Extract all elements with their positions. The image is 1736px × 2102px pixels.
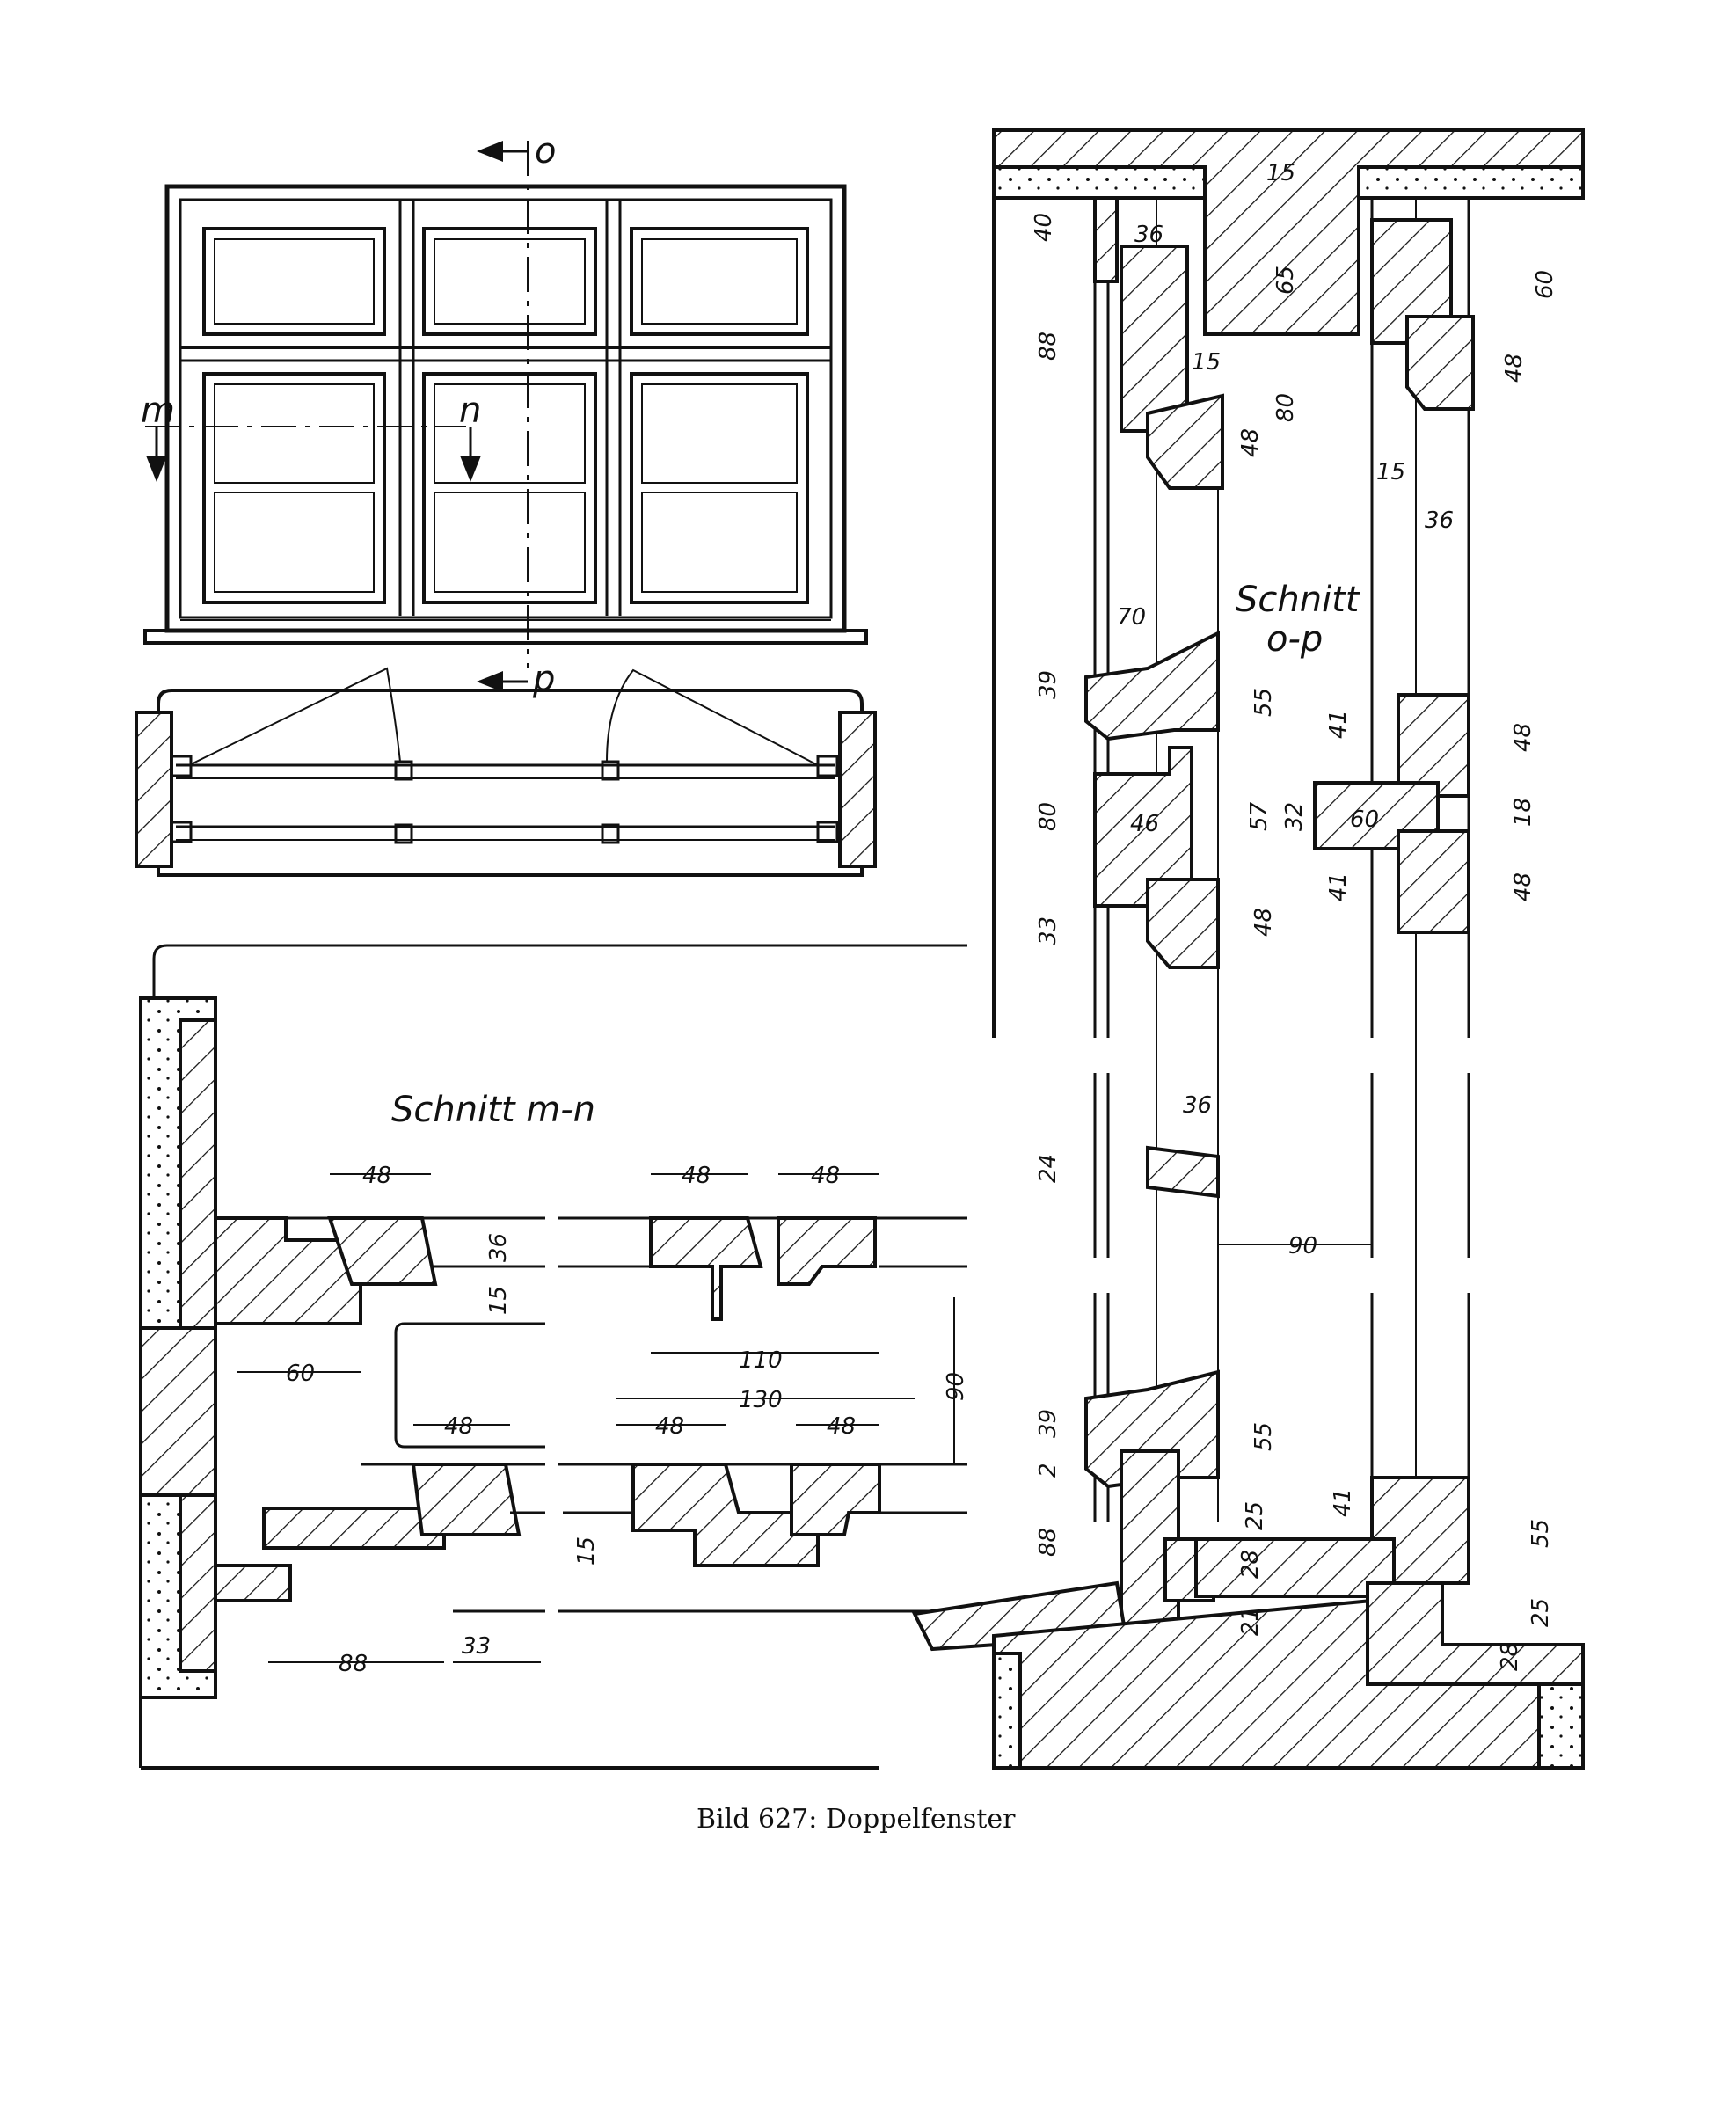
- dim-110: 110: [739, 1347, 783, 1374]
- dim-57: 57: [1246, 801, 1273, 831]
- dim-55-bot: 55: [1251, 1422, 1277, 1451]
- dim-48-b-mid: 48: [1510, 872, 1536, 901]
- dim-33: 33: [462, 1633, 491, 1660]
- dim-32: 32: [1281, 802, 1308, 831]
- dim-60-top: 60: [1532, 270, 1558, 299]
- dim-36-top: 36: [1134, 222, 1163, 248]
- dim-33-mid: 33: [1035, 916, 1061, 945]
- dim-46: 46: [1130, 811, 1159, 837]
- dim-41-bot: 41: [1330, 1488, 1356, 1517]
- dim-24: 24: [1035, 1154, 1061, 1183]
- dim-21: 21: [1237, 1607, 1264, 1636]
- window-elevation: o p m n: [141, 131, 868, 699]
- dim-55-b-bot: 55: [1528, 1519, 1554, 1548]
- dim-15-b: 15: [573, 1536, 600, 1566]
- dim-88-top: 88: [1035, 332, 1061, 361]
- dim-48-b-top: 48: [1501, 354, 1528, 383]
- section-o-p-title-2: o-p: [1266, 619, 1323, 660]
- dim-36-low: 36: [1183, 1092, 1212, 1119]
- dim-90: 90: [943, 1372, 969, 1401]
- dimensions-o-p: 15 40 36 65 88 15 80 48 60 48 15 36 70 3…: [1031, 160, 1558, 1671]
- dim-55: 55: [1251, 688, 1277, 717]
- dim-15-c-top: 15: [1376, 459, 1405, 485]
- dim-48-d: 48: [444, 1413, 473, 1440]
- dim-65: 65: [1273, 266, 1299, 295]
- dim-41-a: 41: [1325, 710, 1352, 739]
- dim-60-mid: 60: [1350, 806, 1379, 833]
- dim-80-top: 80: [1273, 393, 1299, 422]
- dim-90-low: 90: [1288, 1233, 1317, 1259]
- dim-48-b: 48: [682, 1163, 711, 1189]
- dim-36-b-top: 36: [1425, 507, 1454, 534]
- dim-88: 88: [339, 1651, 368, 1677]
- dim-88-bot: 88: [1035, 1528, 1061, 1557]
- dim-48-mid: 48: [1251, 908, 1277, 937]
- dim-60: 60: [286, 1361, 315, 1387]
- dim-36: 36: [485, 1233, 512, 1262]
- dim-25-bot: 25: [1242, 1501, 1268, 1530]
- dim-15-b-top: 15: [1192, 349, 1221, 376]
- dim-130: 130: [739, 1387, 783, 1413]
- dim-15-top: 15: [1266, 160, 1295, 186]
- dim-28-b-bot: 28: [1497, 1642, 1523, 1671]
- section-m-n: Schnitt m-n 48 36 15 60 48 48 110 130 90…: [139, 944, 969, 1770]
- dim-48-top: 48: [1237, 428, 1264, 457]
- cut-marker-n: n: [459, 390, 481, 431]
- section-m-n-title: Schnitt m-n: [391, 1090, 595, 1130]
- cut-marker-o: o: [535, 131, 556, 172]
- dim-25-b-bot: 25: [1528, 1598, 1554, 1627]
- cut-marker-p: p: [532, 659, 555, 699]
- cut-marker-m: m: [141, 390, 175, 431]
- dimensions-m-n: 48 36 15 60 48 48 110 130 90 48 48 48 15…: [237, 1163, 969, 1677]
- dim-39-bot: 39: [1035, 1409, 1061, 1438]
- dim-18: 18: [1510, 798, 1536, 827]
- dim-48-a-mid: 48: [1510, 723, 1536, 752]
- section-o-p-title-1: Schnitt: [1236, 580, 1360, 620]
- dim-48-c: 48: [811, 1163, 840, 1189]
- dim-2: 2: [1035, 1463, 1061, 1478]
- dim-40: 40: [1031, 213, 1057, 242]
- dim-48-a: 48: [362, 1163, 391, 1189]
- dim-70: 70: [1117, 604, 1146, 631]
- figure-caption: Bild 627: Doppelfenster: [697, 1804, 1016, 1835]
- dim-48-e: 48: [655, 1413, 684, 1440]
- section-o-p: Schnitt o-p 15 40 36 65 88 15 80 48 60 4…: [911, 128, 1585, 1770]
- dim-80-mid: 80: [1035, 802, 1061, 831]
- dim-28-bot: 28: [1237, 1550, 1264, 1579]
- dim-48-f: 48: [827, 1413, 856, 1440]
- dim-41-b: 41: [1325, 872, 1352, 901]
- window-plan: [135, 667, 877, 877]
- dim-15-a: 15: [485, 1286, 512, 1315]
- dim-39: 39: [1035, 670, 1061, 699]
